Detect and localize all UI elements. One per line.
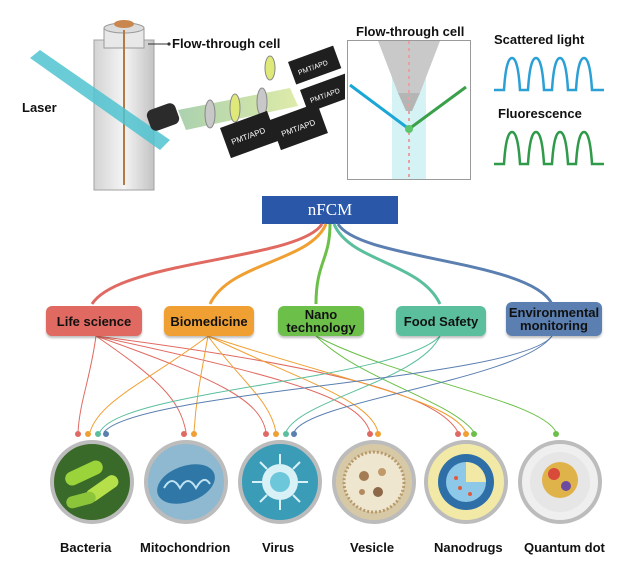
scattered-light-label: Scattered light [494, 32, 585, 47]
flow-cytometer-apparatus: PMT/APD PMT/APD PMT/APD PMT/APD [30, 20, 345, 191]
category-food-safety: Food Safety [396, 306, 486, 336]
item-icons [50, 440, 602, 524]
fluorescence-signal [494, 130, 604, 166]
mitochondrion-icon [144, 440, 228, 524]
category-environmental-monitoring: Environmental monitoring [506, 302, 602, 336]
virus-icon [238, 440, 322, 524]
inset-title: Flow-through cell [356, 24, 465, 39]
category-life-science: Life science [46, 306, 142, 336]
item-label-bacteria: Bacteria [60, 540, 112, 555]
item-label-mitochondrion: Mitochondrion [140, 540, 231, 555]
detector-icon: PMT/APD PMT/APD PMT/APD PMT/APD [220, 45, 345, 159]
vesicle-icon [332, 440, 416, 524]
hub-connector [208, 223, 328, 305]
hub-connector [336, 223, 554, 305]
category-label: Food Safety [403, 313, 479, 329]
optics-lens-icon [146, 55, 298, 131]
flow-cell-inset [347, 40, 471, 180]
item-label-vesicle: Vesicle [350, 540, 395, 555]
laser-label: Laser [22, 100, 57, 115]
nfcm-hub: nFCM [262, 196, 398, 224]
flow-cell-cuvette-icon [93, 20, 155, 191]
hub-connector [314, 223, 332, 305]
hub-connector [90, 223, 324, 305]
item-label-virus: Virus [262, 540, 295, 555]
category-label: Biomedicine [170, 313, 248, 329]
flow-cell-label: Flow-through cell [172, 36, 281, 51]
bacteria-icon [50, 440, 134, 524]
nanodrugs-icon [424, 440, 508, 524]
category-label: Life science [56, 313, 132, 329]
item-label-nanodrugs: Nanodrugs [434, 540, 503, 555]
hub-connector [332, 223, 442, 305]
category-label: Nano technology [286, 307, 356, 335]
laser-beam [30, 50, 170, 150]
category-nanotechnology: Nano technology [278, 306, 364, 336]
scattered-light-signal [494, 56, 604, 92]
fluorescence-label: Fluorescence [498, 106, 582, 121]
flow-cell-inset-icon [349, 41, 467, 179]
category-label: Environmental monitoring [508, 305, 600, 333]
item-label-quantum-dot: Quantum dot [524, 540, 605, 555]
quantum-dot-icon [518, 440, 602, 524]
category-biomedicine: Biomedicine [164, 306, 254, 336]
